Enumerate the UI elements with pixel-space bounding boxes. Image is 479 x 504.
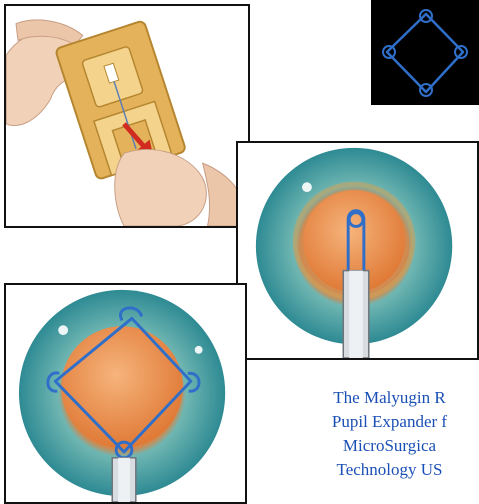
ring-black-panel: [371, 0, 479, 105]
malyugin-ring-photo: [371, 0, 479, 105]
eye-ring-deployed-panel: [4, 283, 247, 504]
caption-line-3: MicroSurgica: [300, 434, 479, 458]
caption-line-4: Technology US: [300, 458, 479, 482]
hands-injector-panel: [4, 4, 250, 228]
eye-ring-illustration: [6, 285, 245, 502]
eye-injection-panel: [236, 141, 479, 360]
eye-injection-illustration: [238, 143, 477, 358]
caption-line-2: Pupil Expander f: [300, 410, 479, 434]
hands-illustration: [6, 6, 248, 226]
caption: The Malyugin R Pupil Expander f MicroSur…: [300, 386, 479, 482]
caption-line-1: The Malyugin R: [300, 386, 479, 410]
